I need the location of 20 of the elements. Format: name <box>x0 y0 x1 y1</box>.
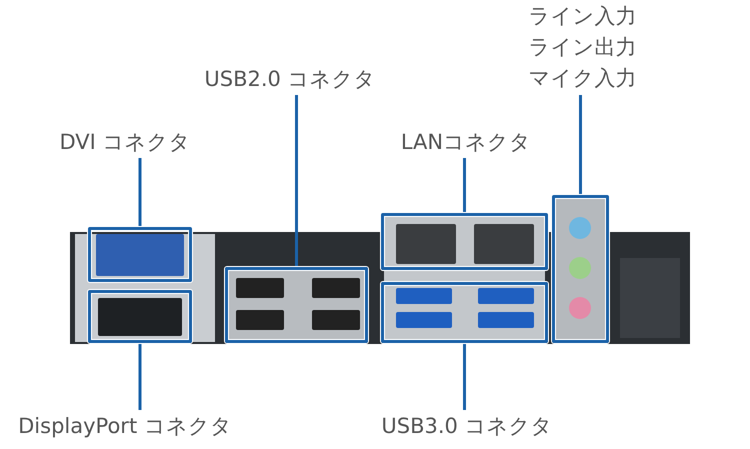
callout-label: DVI コネクタ <box>59 128 191 156</box>
callout-label: ライン出力 <box>528 34 636 61</box>
callout-label: DisplayPort コネクタ <box>18 412 232 440</box>
leader-line <box>463 343 466 410</box>
leader-line <box>138 343 142 410</box>
leader-line <box>463 158 466 213</box>
highlight-frame <box>225 267 368 343</box>
highlight-frame <box>88 227 192 282</box>
highlight-frame <box>88 290 192 343</box>
leader-line <box>295 95 298 267</box>
leader-line <box>579 95 582 195</box>
highlight-frame <box>552 195 609 343</box>
leader-line <box>138 158 142 227</box>
callout-label: USB3.0 コネクタ <box>381 412 553 440</box>
callout-label: USB2.0 コネクタ <box>204 66 376 92</box>
highlight-frame <box>381 282 548 343</box>
callout-label: ライン入力 <box>528 3 636 30</box>
highlight-frame <box>381 213 548 270</box>
callout-label: LANコネクタ <box>400 128 532 156</box>
callout-label: マイク入力 <box>528 65 636 92</box>
